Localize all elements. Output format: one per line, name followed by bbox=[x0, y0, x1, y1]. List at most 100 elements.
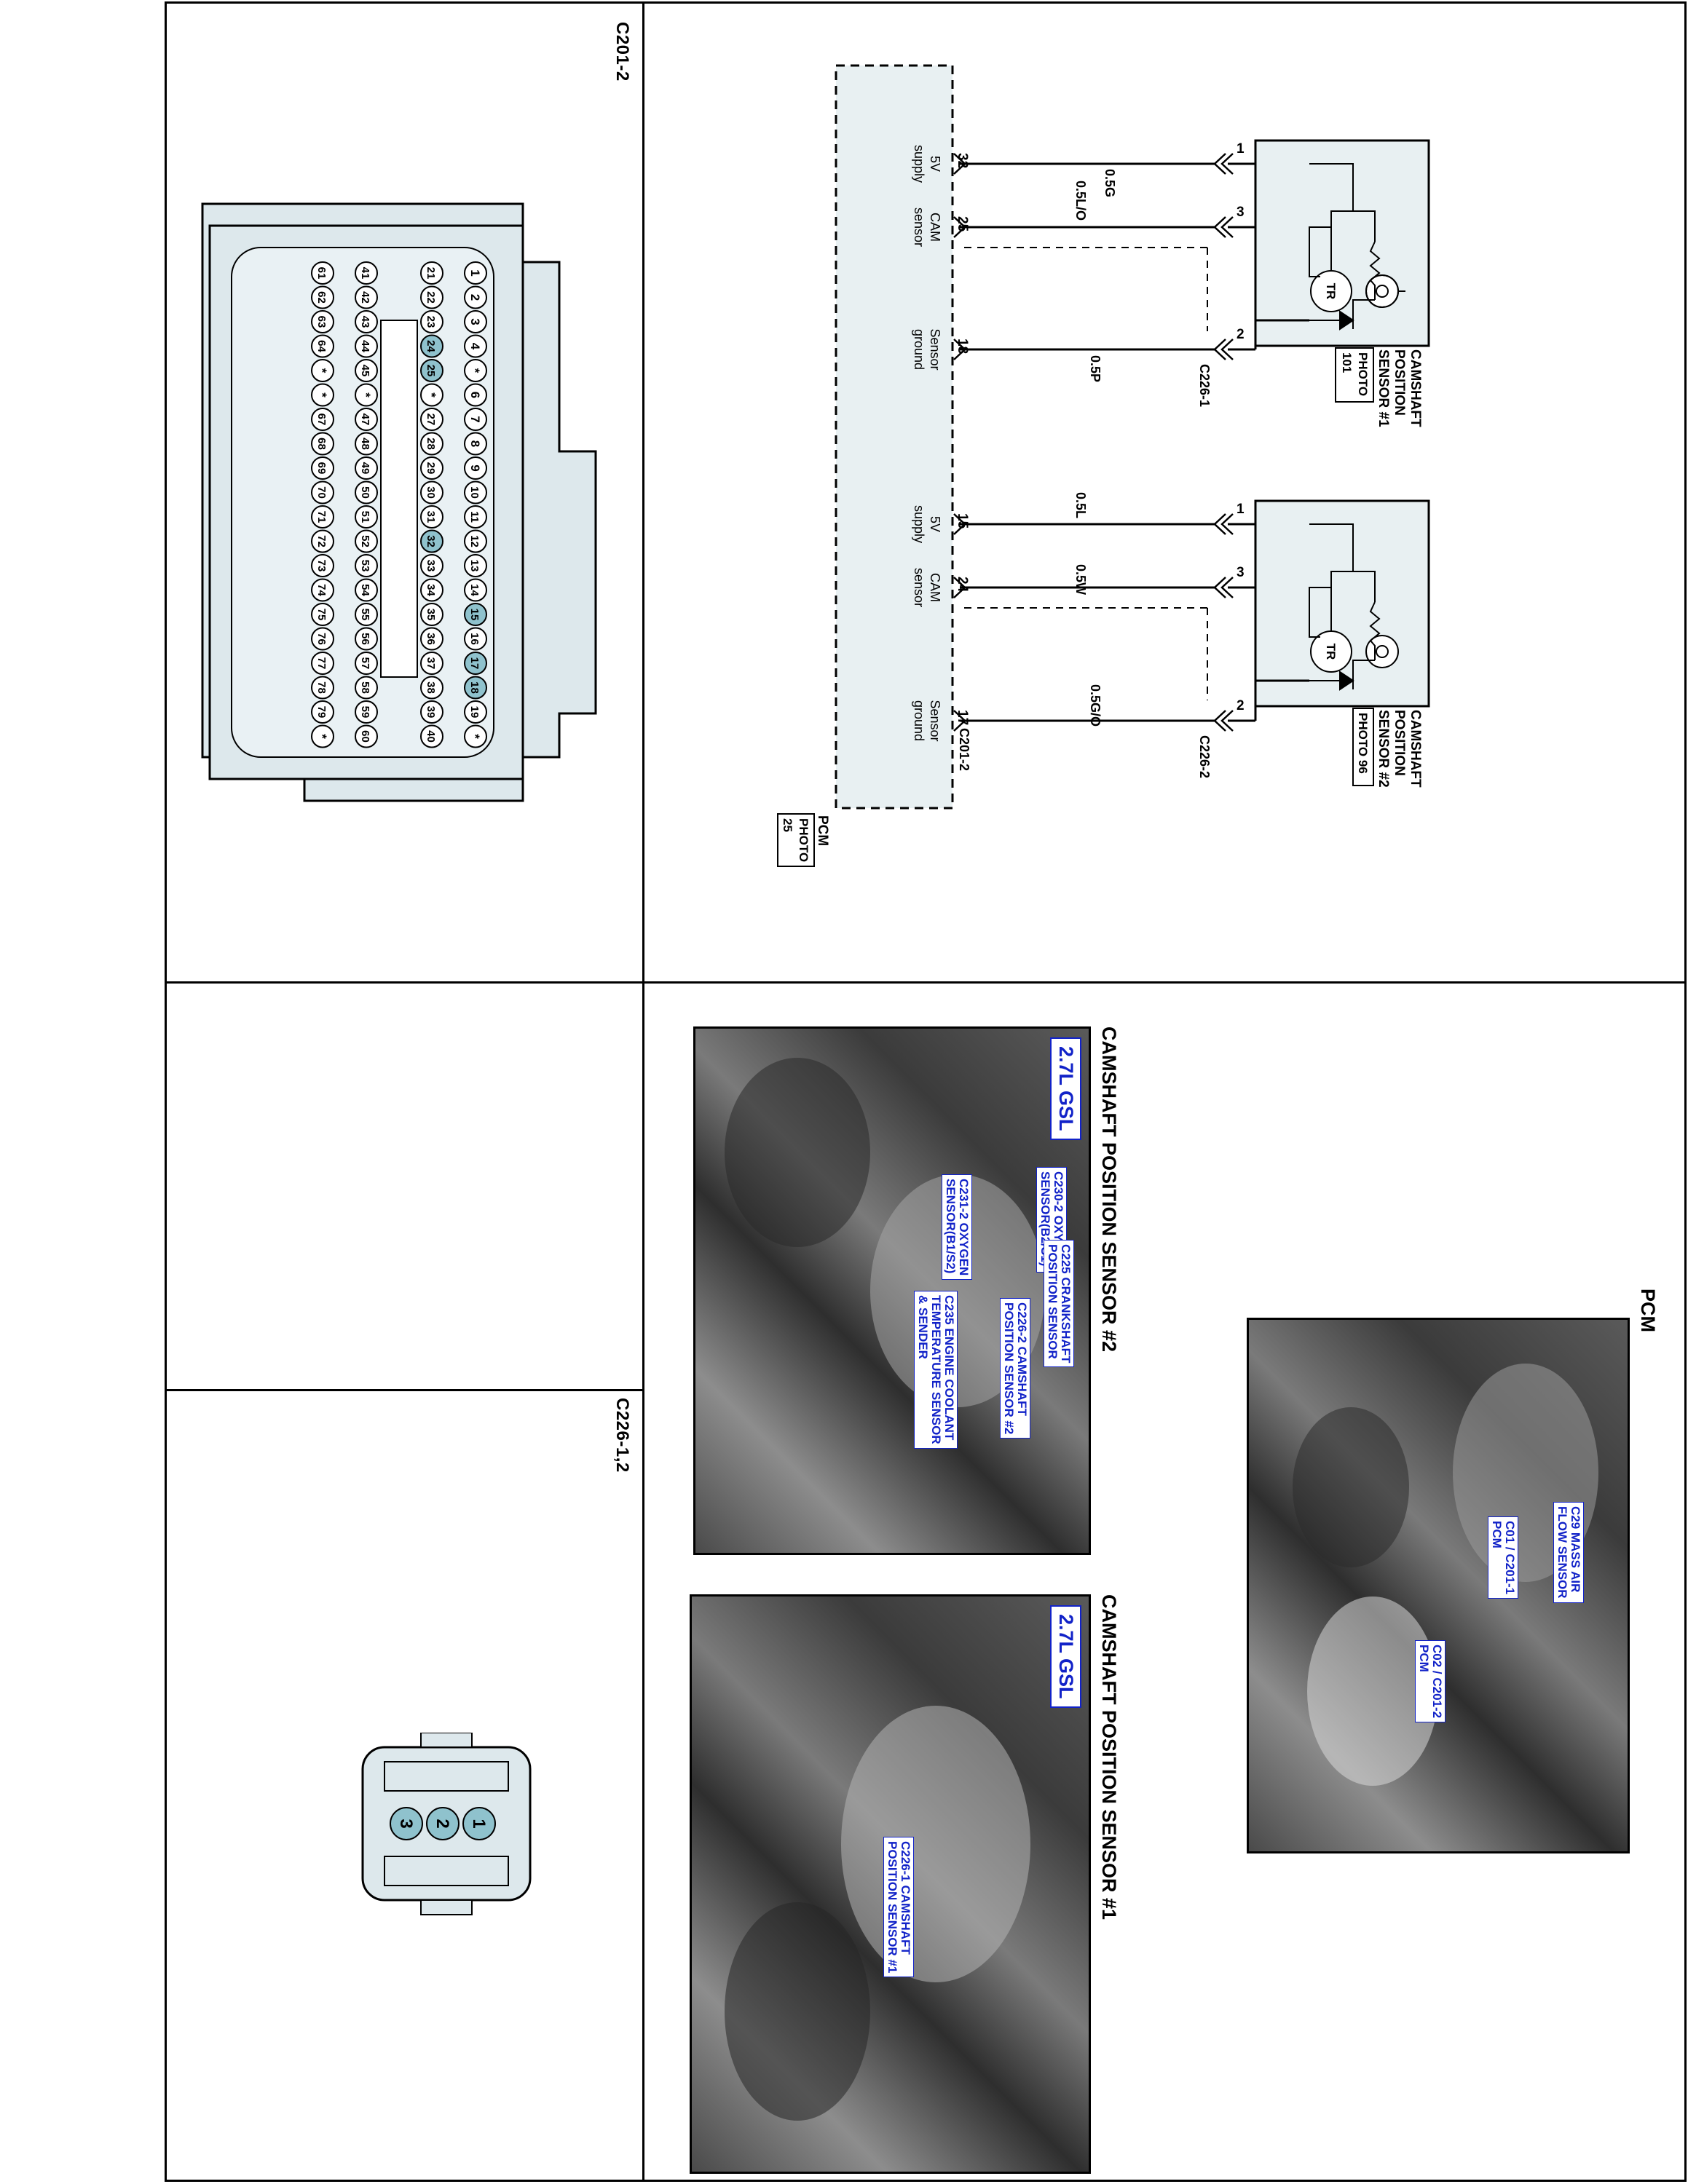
c201-2-pins: 1234*678910111213141516171819*2122232425… bbox=[311, 261, 487, 748]
c201-2-pin-label: * bbox=[425, 392, 438, 397]
c201-2-pin-circle bbox=[420, 432, 443, 456]
c201-2-pin-label: 10 bbox=[468, 486, 481, 499]
c201-2-pin-label: 48 bbox=[359, 438, 371, 450]
pcm-pin-15: 15 bbox=[955, 513, 970, 529]
c201-2-pin-circle bbox=[464, 456, 487, 480]
pcm-pin-25: 25 bbox=[955, 216, 970, 232]
c201-2-pin-circle bbox=[464, 603, 487, 626]
c201-2-pin-circle bbox=[464, 627, 487, 651]
pcm-func-24-line1: CAM bbox=[928, 573, 942, 602]
c201-2-pin-circle bbox=[420, 285, 443, 309]
c201-2-pin-label: 72 bbox=[315, 535, 328, 547]
c201-2-pin-circle bbox=[464, 334, 487, 358]
c201-2-pin-circle bbox=[355, 700, 378, 724]
c201-2-pin-label: 27 bbox=[425, 414, 437, 426]
pcm-callout-c201-1: C01 / C201-1 PCM bbox=[1488, 1516, 1518, 1599]
c201-2-pin-circle bbox=[311, 456, 334, 480]
c201-2-pin-label: 43 bbox=[359, 316, 371, 328]
cam2-callout-c226-2: C226-2 CAMSHAFT POSITION SENSOR #2 bbox=[1000, 1298, 1030, 1439]
c201-2-pin-label: 14 bbox=[468, 584, 481, 596]
c201-2-pin-circle bbox=[420, 676, 443, 700]
cam2-photo-title: CAMSHAFT POSITION SENSOR #2 bbox=[1098, 1026, 1120, 1353]
c201-2-pin-label: 69 bbox=[315, 462, 328, 475]
shield-dashes bbox=[960, 247, 1208, 700]
c201-2-pin-circle bbox=[311, 408, 334, 431]
c201-2-pin-circle bbox=[464, 432, 487, 456]
pcm-callout-c201-2: C02 / C201-2 PCM bbox=[1415, 1640, 1446, 1723]
c201-2-pin-label: 23 bbox=[425, 316, 437, 328]
c201-2-pin-label: 53 bbox=[359, 560, 371, 572]
c201-2-pin-circle bbox=[464, 310, 487, 333]
pcm-func-18-line1: Sensor bbox=[928, 328, 942, 370]
pcm-func-25-line1: CAM bbox=[928, 213, 942, 242]
c201-2-pin-circle bbox=[355, 652, 378, 675]
c201-2-pin-label: 24 bbox=[425, 340, 437, 352]
wiring-schematic: TR TR bbox=[777, 64, 1430, 867]
wire-label-5: 0.5G/O bbox=[1088, 684, 1103, 727]
sensor2-photo-ref-box bbox=[1352, 708, 1374, 786]
c201-2-pin-circle bbox=[355, 554, 378, 577]
sensor1-photo-ref-num: 101 bbox=[1340, 352, 1354, 373]
c201-2-pin-label: 22 bbox=[425, 291, 437, 304]
c201-2-pin-circle bbox=[464, 359, 487, 382]
c201-2-pin-label: 15 bbox=[468, 609, 481, 621]
sensor1-pin-2: 2 bbox=[1237, 327, 1245, 342]
c201-2-pin-circle bbox=[355, 627, 378, 651]
sensor1-pin-1: 1 bbox=[1237, 141, 1245, 157]
c201-2-pin-label: 74 bbox=[315, 584, 328, 596]
c201-2-pin-label: 52 bbox=[359, 535, 371, 547]
c201-2-pin-circle bbox=[420, 554, 443, 577]
c201-2-pin-circle bbox=[311, 359, 334, 382]
c201-2-pin-circle bbox=[464, 700, 487, 724]
c201-2-pin-circle bbox=[311, 505, 334, 529]
c201-2-pin-circle bbox=[355, 285, 378, 309]
wire-label-0: 0.5G bbox=[1103, 169, 1117, 197]
c201-2-pin-label: 60 bbox=[359, 730, 371, 743]
pcm-func-24-line2: sensor bbox=[912, 568, 926, 607]
c201-2-pin-label: 70 bbox=[315, 486, 328, 499]
c201-2-pin-circle bbox=[355, 676, 378, 700]
c226-pin-label: 2 bbox=[433, 1819, 452, 1828]
c201-2-pin-circle bbox=[420, 359, 443, 382]
c201-2-pin-label: 54 bbox=[359, 584, 371, 596]
c201-2-pin-label: 56 bbox=[359, 633, 371, 645]
c201-2-pin-circle bbox=[464, 578, 487, 602]
c226-pin-circle bbox=[426, 1807, 460, 1840]
sensor2-photo-ref: PHOTO 96 bbox=[1356, 713, 1370, 774]
c201-2-pin-circle bbox=[355, 383, 378, 407]
c201-2-pin-circle bbox=[311, 652, 334, 675]
cam2-photo: 2.7L GSL C230-2 OXYGEN SENSOR(B2/S1) C22… bbox=[693, 1026, 1091, 1555]
pcm-func-32-line2: supply bbox=[912, 145, 926, 183]
wire-label-2: 0.5P bbox=[1088, 355, 1103, 382]
c201-2-pin-label: 33 bbox=[425, 560, 437, 572]
sensor2-label-line1: CAMSHAFT bbox=[1408, 710, 1423, 788]
cam1-photo-title: CAMSHAFT POSITION SENSOR #1 bbox=[1098, 1594, 1120, 1920]
c201-2-pin-circle bbox=[420, 383, 443, 407]
c201-2-pin-circle bbox=[311, 261, 334, 285]
pcm-func-15-line1: 5V bbox=[928, 516, 942, 532]
pcm-photo: C29 MASS AIR FLOW SENSOR C01 / C201-1 PC… bbox=[1247, 1318, 1630, 1853]
cam2-callout-c231: C231-2 OXYGEN SENSOR(B1/S2) bbox=[942, 1174, 972, 1281]
c201-2-pin-label: 44 bbox=[359, 340, 371, 352]
c201-2-pin-circle bbox=[311, 724, 334, 748]
c201-2-pin-label: * bbox=[359, 392, 373, 397]
c201-2-pin-label: 25 bbox=[425, 365, 437, 377]
wire-set bbox=[960, 162, 1309, 722]
divider-vertical-connectors bbox=[165, 1389, 644, 1391]
pcm-pin-17: 17 bbox=[955, 710, 970, 725]
c201-2-pin-label: 41 bbox=[359, 267, 371, 280]
connector-c226-2-label: C226-2 bbox=[1197, 735, 1212, 778]
cam1-callout-c226-1: C226-1 CAMSHAFT POSITION SENSOR #1 bbox=[883, 1837, 914, 1978]
c201-2-pin-label: 12 bbox=[468, 535, 481, 547]
c201-2-pin-label: 34 bbox=[425, 584, 437, 596]
c201-2-pin-label: * bbox=[468, 734, 482, 739]
sensor-pin-numbers: 1 3 2 1 3 2 bbox=[1237, 141, 1245, 713]
pcm-func-18-line2: ground bbox=[912, 329, 926, 370]
c201-2-pin-circle bbox=[355, 724, 378, 748]
c201-2-pin-label: 64 bbox=[315, 340, 328, 352]
c201-2-pin-circle bbox=[464, 676, 487, 700]
sensor1-internals bbox=[1309, 163, 1405, 331]
c201-2-pin-label: 13 bbox=[468, 560, 481, 572]
c201-2-pin-label: 18 bbox=[468, 681, 481, 694]
